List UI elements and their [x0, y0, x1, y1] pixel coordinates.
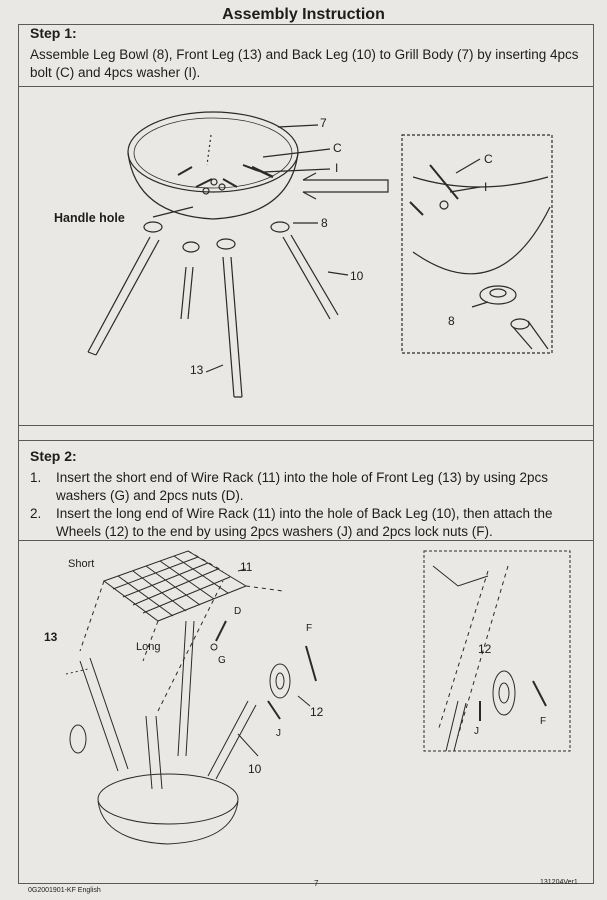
detail-wheel-12 [492, 670, 516, 716]
step2-item-text: Insert the short end of Wire Rack (11) i… [56, 470, 548, 503]
grill-body-rim [127, 111, 299, 193]
label-leg-bowl-8: 8 [321, 216, 328, 230]
step1-text: Assemble Leg Bowl (8), Front Leg (13) an… [30, 47, 579, 80]
grill-body-shell [127, 152, 299, 220]
step2-heading: Step 2: [30, 448, 77, 464]
step1-detail-box [401, 134, 553, 354]
label-grill-body-7: 7 [320, 116, 327, 130]
wheel-left [69, 724, 87, 754]
detail-label-washer-i: I [484, 180, 487, 194]
front-leg-13 [222, 256, 243, 398]
front-leg-left [87, 236, 160, 356]
label-back-leg-10: 10 [248, 762, 262, 776]
step2-item: 2. Insert the long end of Wire Rack (11)… [30, 505, 590, 541]
grill-base-bowl [97, 773, 239, 825]
wheel-12 [269, 663, 291, 699]
label-bolt-c: C [333, 141, 342, 155]
label-front-leg-13: 13 [190, 363, 204, 377]
step1-heading: Step 1: [30, 25, 77, 41]
label-front-leg-13: 13 [44, 630, 58, 644]
detail-label-washer-j: J [474, 726, 479, 737]
detail-label-wheel-12: 12 [478, 642, 492, 656]
detail-label-leg-bowl-8: 8 [448, 314, 455, 328]
step2-instructions: 1. Insert the short end of Wire Rack (11… [30, 469, 590, 541]
label-wheel-12: 12 [310, 705, 324, 719]
step2-item-number: 1. [30, 470, 42, 485]
label-lock-nut-f: F [306, 623, 312, 634]
front-leg-13 [79, 657, 129, 772]
label-handle-hole: Handle hole [54, 211, 125, 225]
detail-label-lock-nut-f: F [540, 716, 546, 727]
page-title: Assembly Instruction [222, 6, 385, 23]
back-leg-10 [282, 234, 339, 320]
label-back-leg-10: 10 [350, 269, 364, 283]
divider-step2-text [18, 540, 594, 541]
step2-item-text: Insert the long end of Wire Rack (11) in… [56, 506, 553, 539]
divider-step1-text [18, 86, 594, 87]
divider-step1-end [18, 425, 594, 426]
label-long-end: Long [136, 641, 160, 653]
label-washer-g: G [218, 655, 226, 666]
instruction-frame [18, 24, 594, 884]
footer-doc-code: 0G2001901-KF English [28, 887, 101, 894]
label-wire-rack-11: 11 [240, 560, 253, 574]
step2-item-number: 2. [30, 506, 42, 521]
step1-exploded-diagram: Handle hole 7 C I 8 10 13 C I 8 [54, 111, 553, 398]
label-washer-i: I [335, 161, 338, 175]
divider-step2-start [18, 440, 594, 441]
step2-detail-box [423, 550, 571, 752]
step2-item: 1. Insert the short end of Wire Rack (11… [30, 469, 590, 505]
front-leg-short [180, 266, 194, 320]
footer-version: 131204Ver1 [540, 879, 578, 886]
label-washer-j: J [276, 728, 281, 739]
label-nut-d: D [234, 606, 241, 617]
back-leg-10 [207, 700, 257, 780]
wire-rack-11 [102, 550, 248, 622]
detail-label-bolt-c: C [484, 152, 493, 166]
footer-page-number: 7 [314, 879, 319, 888]
step2-exploded-diagram: Short Long 11 13 D G F 12 J 10 12 J F [44, 550, 571, 845]
label-short-end: Short [68, 558, 94, 570]
